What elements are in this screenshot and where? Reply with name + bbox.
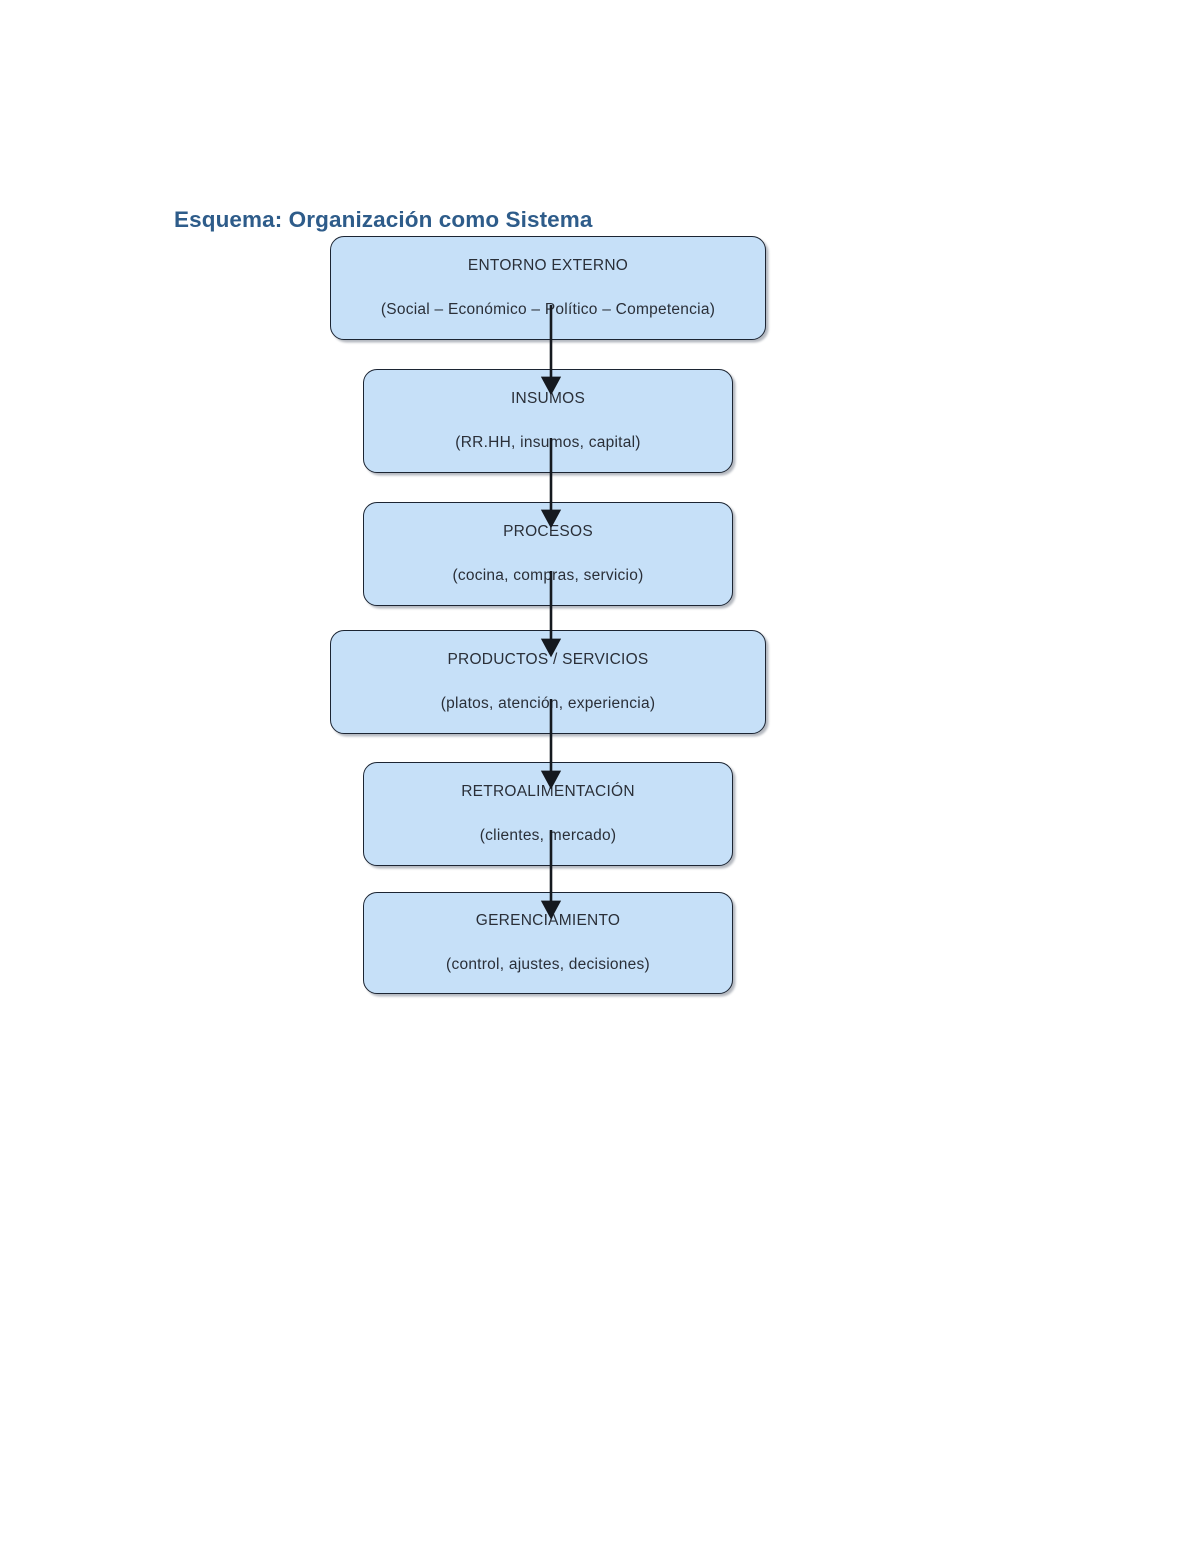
flow-node-label: GERENCIAMIENTO (control, ajustes, decisi…	[436, 888, 660, 998]
flow-node-subtitle: (platos, atención, experiencia)	[440, 695, 656, 712]
flow-node-title: PRODUCTOS / SERVICIOS	[447, 651, 649, 668]
flow-node-entorno-externo[interactable]: ENTORNO EXTERNO (Social – Económico – Po…	[330, 236, 766, 340]
flow-node-retroalimentacion[interactable]: RETROALIMENTACIÓN (clientes, mercado)	[363, 762, 733, 866]
flow-node-label: PROCESOS (cocina, compras, servicio)	[442, 499, 653, 609]
flow-node-subtitle: (clientes, mercado)	[479, 827, 617, 844]
flow-node-title: PROCESOS	[503, 523, 593, 540]
flow-node-insumos[interactable]: INSUMOS (RR.HH, insumos, capital)	[363, 369, 733, 473]
flow-node-label: ENTORNO EXTERNO (Social – Económico – Po…	[371, 233, 725, 343]
flow-node-subtitle: (Social – Económico – Político – Compete…	[380, 301, 716, 318]
flow-node-title: GERENCIAMIENTO	[475, 912, 621, 929]
flow-node-title: RETROALIMENTACIÓN	[461, 783, 635, 800]
flow-node-label: PRODUCTOS / SERVICIOS (platos, atención,…	[431, 627, 666, 737]
flow-node-productos-servicios[interactable]: PRODUCTOS / SERVICIOS (platos, atención,…	[330, 630, 766, 734]
flow-node-title: ENTORNO EXTERNO	[467, 257, 629, 274]
flow-node-subtitle: (cocina, compras, servicio)	[452, 567, 644, 584]
flow-node-gerenciamiento[interactable]: GERENCIAMIENTO (control, ajustes, decisi…	[363, 892, 733, 994]
flow-node-procesos[interactable]: PROCESOS (cocina, compras, servicio)	[363, 502, 733, 606]
flow-node-label: RETROALIMENTACIÓN (clientes, mercado)	[451, 759, 645, 869]
flow-node-title: INSUMOS	[510, 390, 586, 407]
flow-node-label: INSUMOS (RR.HH, insumos, capital)	[445, 366, 650, 476]
flow-node-subtitle: (RR.HH, insumos, capital)	[455, 434, 641, 451]
flow-node-subtitle: (control, ajustes, decisiones)	[446, 956, 650, 973]
page-title: Esquema: Organización como Sistema	[174, 207, 593, 233]
